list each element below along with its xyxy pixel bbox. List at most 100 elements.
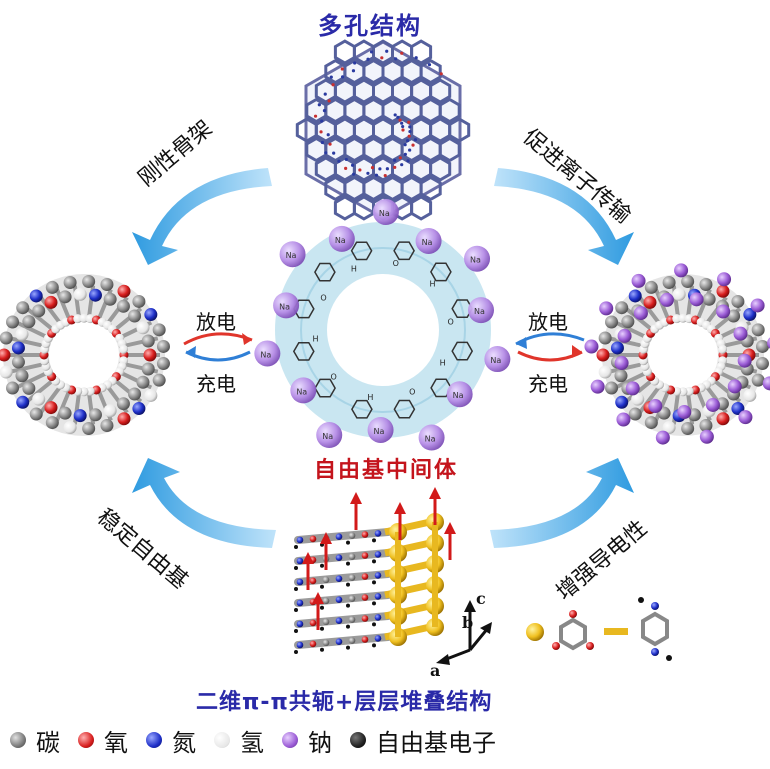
atom: [335, 596, 343, 603]
atom: [605, 381, 619, 395]
sodium-atom: [468, 297, 495, 324]
ring-outline: [300, 247, 466, 413]
atom: [743, 308, 757, 322]
atom: [702, 292, 716, 306]
atom-dot: [393, 113, 397, 117]
atom: [361, 531, 369, 538]
atom-dot: [344, 157, 348, 162]
sodium-label: Na: [425, 435, 436, 444]
atom: [348, 553, 356, 560]
cycle-arrows-right: [515, 332, 585, 362]
atom: [132, 294, 146, 308]
radical-electron: [372, 538, 376, 543]
sodium-atom: [625, 381, 640, 396]
benzene-ring: [451, 341, 474, 361]
atom-legend: 碳 氧 氮 氢 钠 自由基电子: [10, 722, 508, 758]
atom-dot: [383, 173, 387, 178]
radical-electron: [294, 587, 298, 591]
sodium-atom: [273, 292, 300, 319]
sodium-label: Na: [322, 432, 333, 441]
atom: [15, 369, 29, 383]
atom-dot: [394, 57, 398, 61]
legend-item-nitrogen: 氮: [146, 723, 196, 758]
sodium-atom: [659, 292, 674, 307]
atom: [63, 420, 77, 434]
sodium-atom: [631, 273, 646, 288]
atom: [596, 348, 610, 362]
benzene-ring: [350, 241, 373, 261]
sodium-atom: [716, 304, 731, 319]
pore: [438, 97, 461, 124]
atom-dot: [344, 166, 348, 170]
atom: [718, 344, 728, 354]
sodium-atom: [767, 337, 770, 349]
atom: [374, 635, 382, 642]
atom-dot: [400, 163, 404, 167]
legend-label: 碳: [36, 728, 60, 757]
atom-dot: [403, 143, 407, 147]
sodium-atom: [328, 225, 355, 252]
spin-arrowhead: [429, 487, 441, 499]
atom: [117, 284, 131, 298]
atom: [644, 416, 658, 430]
sodium-atom: [590, 379, 605, 394]
atom: [374, 614, 382, 621]
pore: [429, 156, 452, 182]
atom: [15, 327, 29, 341]
atom-dot: [408, 148, 412, 152]
atom: [128, 309, 142, 323]
atom: [136, 321, 150, 335]
atom-dot: [319, 130, 323, 134]
atom: [88, 288, 102, 302]
radical-electron: [346, 582, 350, 587]
benzene-ring: [314, 262, 336, 282]
sodium-atom: [254, 340, 281, 367]
atom: [16, 395, 30, 409]
sodium-label: Na: [379, 209, 390, 218]
atom-dot: [400, 121, 404, 125]
sodium-atom: [737, 353, 752, 368]
radical-electron: [372, 643, 376, 648]
atom: [631, 392, 645, 406]
atom: [361, 615, 369, 622]
atom: [45, 416, 59, 430]
atom: [141, 334, 155, 348]
atom: [361, 552, 369, 559]
atom: [103, 292, 117, 306]
sodium-atom: [633, 306, 648, 321]
axis-b-label: b: [462, 613, 473, 632]
atom: [681, 421, 695, 435]
atom: [755, 339, 769, 353]
atom: [156, 357, 170, 371]
atom: [0, 365, 13, 379]
legend-label: 氮: [172, 728, 196, 757]
element-label: O: [393, 259, 399, 268]
sodium-atom: [616, 412, 631, 427]
atom-dot: [366, 171, 370, 175]
pore: [419, 175, 442, 202]
atom: [29, 289, 43, 303]
pore: [410, 39, 433, 65]
atom-dot: [351, 69, 356, 73]
atom: [117, 412, 131, 426]
atom-dot: [324, 151, 328, 155]
atom-dot: [326, 133, 330, 137]
sodium-atom: [418, 424, 445, 451]
radical-electron: [294, 629, 298, 633]
atom-dot: [337, 159, 341, 163]
benzene-ring: [430, 378, 452, 398]
sodium-label: Na: [279, 302, 290, 311]
atom-dot: [401, 124, 405, 129]
atom: [681, 275, 695, 289]
sodium-atom: [648, 399, 663, 414]
carbon-dot-icon: [10, 732, 26, 748]
atom: [116, 397, 130, 411]
radical-electron: [320, 626, 324, 631]
atom: [727, 309, 741, 323]
atom: [374, 572, 382, 579]
atom: [136, 375, 150, 389]
atom-dot: [320, 140, 325, 145]
sodium-dot-icon: [282, 732, 298, 748]
atom: [621, 315, 635, 329]
